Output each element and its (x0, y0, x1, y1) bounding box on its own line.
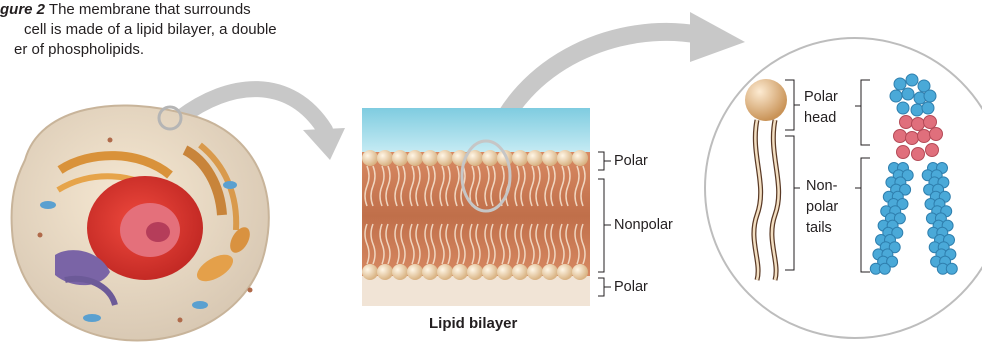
label-nonpolar-tails-line3: tails (806, 220, 832, 237)
bilayer-head-bead (512, 150, 528, 166)
label-nonpolar: Nonpolar (614, 217, 673, 234)
bilayer-head-bead (512, 264, 528, 280)
atom-bead (924, 116, 937, 129)
bilayer-head-bead (437, 150, 453, 166)
atom-bead (946, 263, 957, 274)
label-polar-head-line2: head (804, 110, 836, 127)
label-nonpolar-tails-line1: Non- (806, 178, 837, 195)
atom-bead (894, 78, 906, 90)
bilayer-head-bead (542, 150, 558, 166)
atom-bead (897, 146, 910, 159)
bilayer-head-bead (362, 264, 378, 280)
bilayer-head-bead (527, 264, 543, 280)
label-nonpolar-tails-line2: polar (806, 199, 838, 216)
bilayer-head-bead (557, 264, 573, 280)
bilayer-head-bead (362, 150, 378, 166)
bilayer-head-bead (527, 150, 543, 166)
atom-bead (900, 116, 913, 129)
bilayer-head-bead (407, 264, 423, 280)
atom-bead (879, 263, 890, 274)
atom-bead (906, 132, 919, 145)
bilayer-head-bead (557, 150, 573, 166)
label-polar-bottom: Polar (614, 279, 648, 296)
bilayer-head-bead (452, 264, 468, 280)
label-polar-head-line1: Polar (804, 89, 838, 106)
bilayer-brackets (598, 152, 611, 296)
atom-bead (912, 118, 925, 131)
bilayer-head-bead (467, 264, 483, 280)
bilayer-head-bead (392, 150, 408, 166)
bilayer-head-bead (377, 150, 393, 166)
bilayer-head-bead (542, 264, 558, 280)
bilayer-head-bead (422, 264, 438, 280)
bilayer-head-bead (407, 150, 423, 166)
atom-bead (922, 102, 934, 114)
bilayer-head-bead (437, 264, 453, 280)
bilayer-head-bead (497, 264, 513, 280)
atom-bead (894, 130, 907, 143)
arrow-head-2 (690, 12, 745, 62)
label-polar-top: Polar (614, 153, 648, 170)
bilayer-head-bead (392, 264, 408, 280)
bilayer-head-bead (377, 264, 393, 280)
atom-bead (926, 144, 939, 157)
atom-bead (890, 90, 902, 102)
atom-bead (918, 130, 931, 143)
bilayer-head-bead (422, 150, 438, 166)
bilayer-head-bead (572, 264, 588, 280)
atom-bead (897, 102, 909, 114)
atom-bead (924, 90, 936, 102)
atom-bead (906, 74, 918, 86)
atom-bead (902, 88, 914, 100)
bilayer-head-bead (482, 150, 498, 166)
animal-cell-illustration (12, 105, 269, 340)
bilayer-title: Lipid bilayer (429, 315, 517, 332)
bilayer-head-bead (572, 150, 588, 166)
atom-bead (912, 148, 925, 161)
atom-bead (911, 104, 923, 116)
atom-bead (930, 128, 943, 141)
arrow-head-1 (303, 128, 345, 160)
bilayer-head-bead (482, 264, 498, 280)
